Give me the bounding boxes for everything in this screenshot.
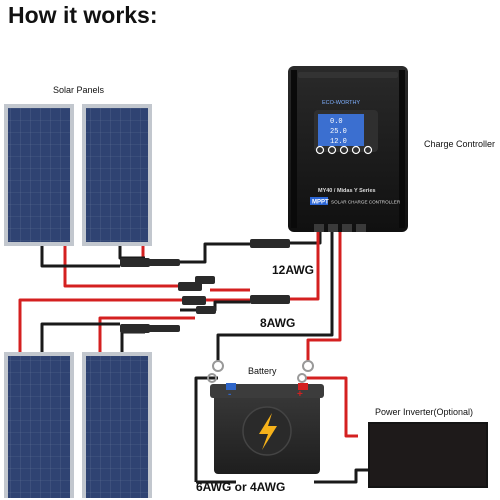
charge-controller-label: Charge Controller: [424, 139, 496, 149]
controller-type-badge: MPPT: [312, 200, 329, 206]
wire-gauge-8awg: 8AWG: [260, 316, 296, 330]
battery-wires-8awg: [216, 232, 342, 362]
solar-panels-label: Solar Panels: [53, 85, 105, 95]
display-line-2: 25.0: [330, 128, 347, 136]
display-line-3: 12.0: [330, 138, 347, 146]
lightning-bolt-icon: [259, 413, 277, 450]
battery-ring-terminals: [207, 360, 314, 383]
display-line-1: 0.0: [330, 118, 343, 126]
wire-gauge-12awg: 12AWG: [272, 263, 315, 277]
solar-panel-top-left: [4, 104, 74, 246]
solar-panel-top-right: [82, 104, 152, 246]
solar-panel-bottom-left: [4, 352, 74, 498]
solar-panel-bottom-right: [82, 352, 152, 498]
controller-display: [318, 114, 364, 146]
battery: - +: [210, 383, 324, 474]
inverter-wires: [194, 376, 368, 484]
battery-positive-terminal: [298, 383, 308, 390]
controller-brand: ECO-WORTHY: [322, 100, 360, 106]
battery-negative-symbol: -: [228, 389, 231, 400]
mc4-connectors: [120, 239, 290, 333]
power-inverter-label: Power Inverter(Optional): [375, 407, 474, 417]
controller-model: MY40 / Midas Y Series: [318, 188, 376, 194]
controller-input-wires: [290, 232, 322, 301]
charge-controller: ECO-WORTHY 0.0 25.0 12.0 MY40 / Midas Y …: [288, 66, 408, 232]
controller-type-text: SOLAR CHARGE CONTROLLER: [331, 200, 401, 205]
power-inverter: [368, 422, 488, 488]
page-title: How it works:: [8, 2, 158, 28]
controller-buttons: [315, 145, 373, 155]
battery-label: Battery: [248, 366, 277, 376]
battery-negative-terminal: [226, 383, 236, 390]
battery-positive-symbol: +: [297, 389, 303, 400]
